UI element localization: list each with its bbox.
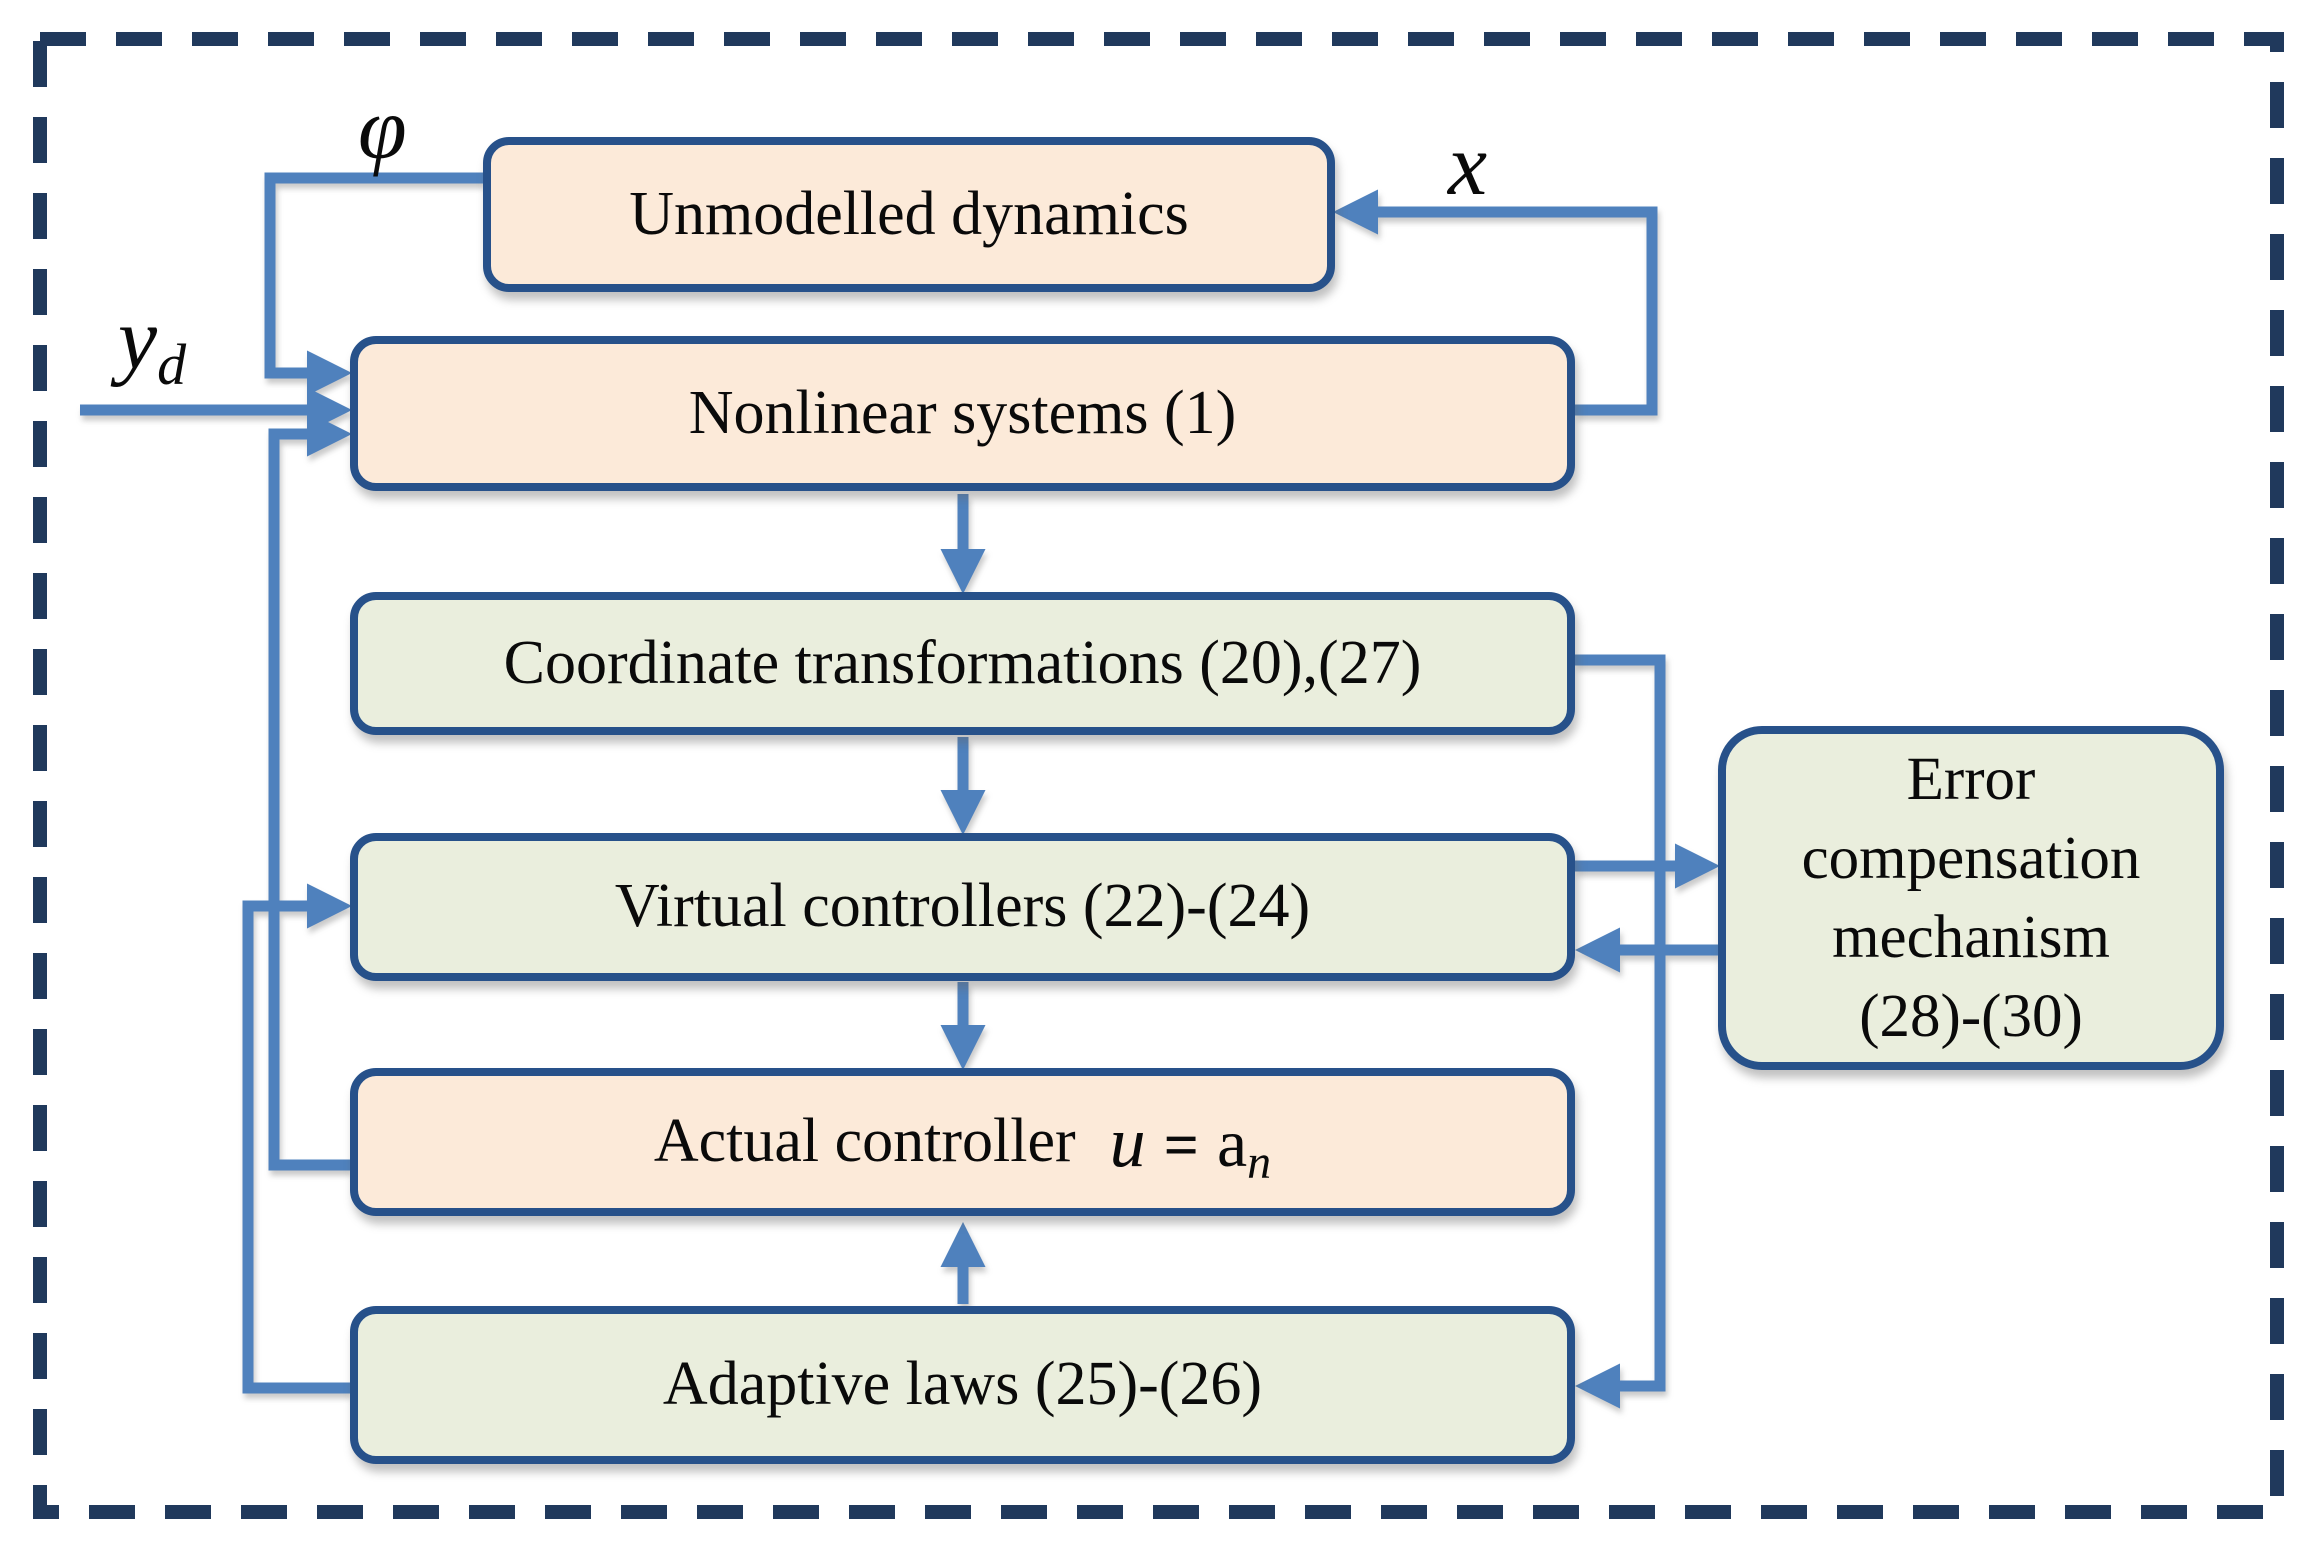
dashed-outer-border	[33, 32, 2284, 1519]
actual-controller-formula: u=an	[1109, 1101, 1272, 1187]
box-unmodelled-dynamics: Unmodelled dynamics	[483, 137, 1335, 292]
box-adaptive-laws: Adaptive laws (25)-(26)	[350, 1306, 1575, 1464]
box-nonlinear-systems-label: Nonlinear systems (1)	[688, 378, 1237, 447]
box-virtual-controllers-label: Virtual controllers (22)-(24)	[614, 872, 1311, 941]
connector-coordinate-to-adaptive	[1574, 654, 1666, 1409]
box-unmodelled-dynamics-label: Unmodelled dynamics	[629, 179, 1189, 248]
label-phi-glyph: φ	[358, 81, 407, 178]
label-phi: φ	[358, 86, 407, 174]
connector-x-nonlinear-to-unmodelled	[1332, 189, 1658, 416]
error-box-line-2: compensation	[1801, 825, 2141, 892]
box-coordinate-transformations-label: Coordinate transformations (20),(27)	[503, 628, 1422, 697]
label-yd-base: y	[118, 291, 158, 388]
box-error-compensation-mechanism: Error compensation mechanism (28)-(30)	[1718, 726, 2224, 1070]
error-box-line-4: (28)-(30)	[1859, 983, 2083, 1050]
formula-a: a	[1216, 1104, 1248, 1181]
box-actual-controller-label: Actual controller	[653, 1107, 1076, 1176]
formula-subscript-n: n	[1247, 1135, 1272, 1189]
error-box-line-1: Error	[1906, 746, 2036, 813]
connector-adaptive-to-virtual	[242, 883, 353, 1394]
label-yd-subscript: d	[157, 332, 187, 398]
formula-u: u	[1109, 1101, 1146, 1182]
connector-phi-unmodelled-to-nonlinear	[264, 172, 483, 396]
connector-u-actual-to-nonlinear	[268, 411, 353, 1171]
label-x: x	[1448, 122, 1487, 210]
box-adaptive-laws-label: Adaptive laws (25)-(26)	[662, 1350, 1263, 1419]
box-actual-controller: Actual controller u=an	[350, 1068, 1575, 1216]
box-coordinate-transformations: Coordinate transformations (20),(27)	[350, 592, 1575, 735]
error-box-line-3: mechanism	[1832, 904, 2110, 971]
label-yd: yd	[118, 296, 186, 394]
formula-equals: =	[1163, 1111, 1199, 1180]
label-x-glyph: x	[1448, 117, 1488, 214]
box-nonlinear-systems: Nonlinear systems (1)	[350, 336, 1575, 491]
box-virtual-controllers: Virtual controllers (22)-(24)	[350, 833, 1575, 981]
